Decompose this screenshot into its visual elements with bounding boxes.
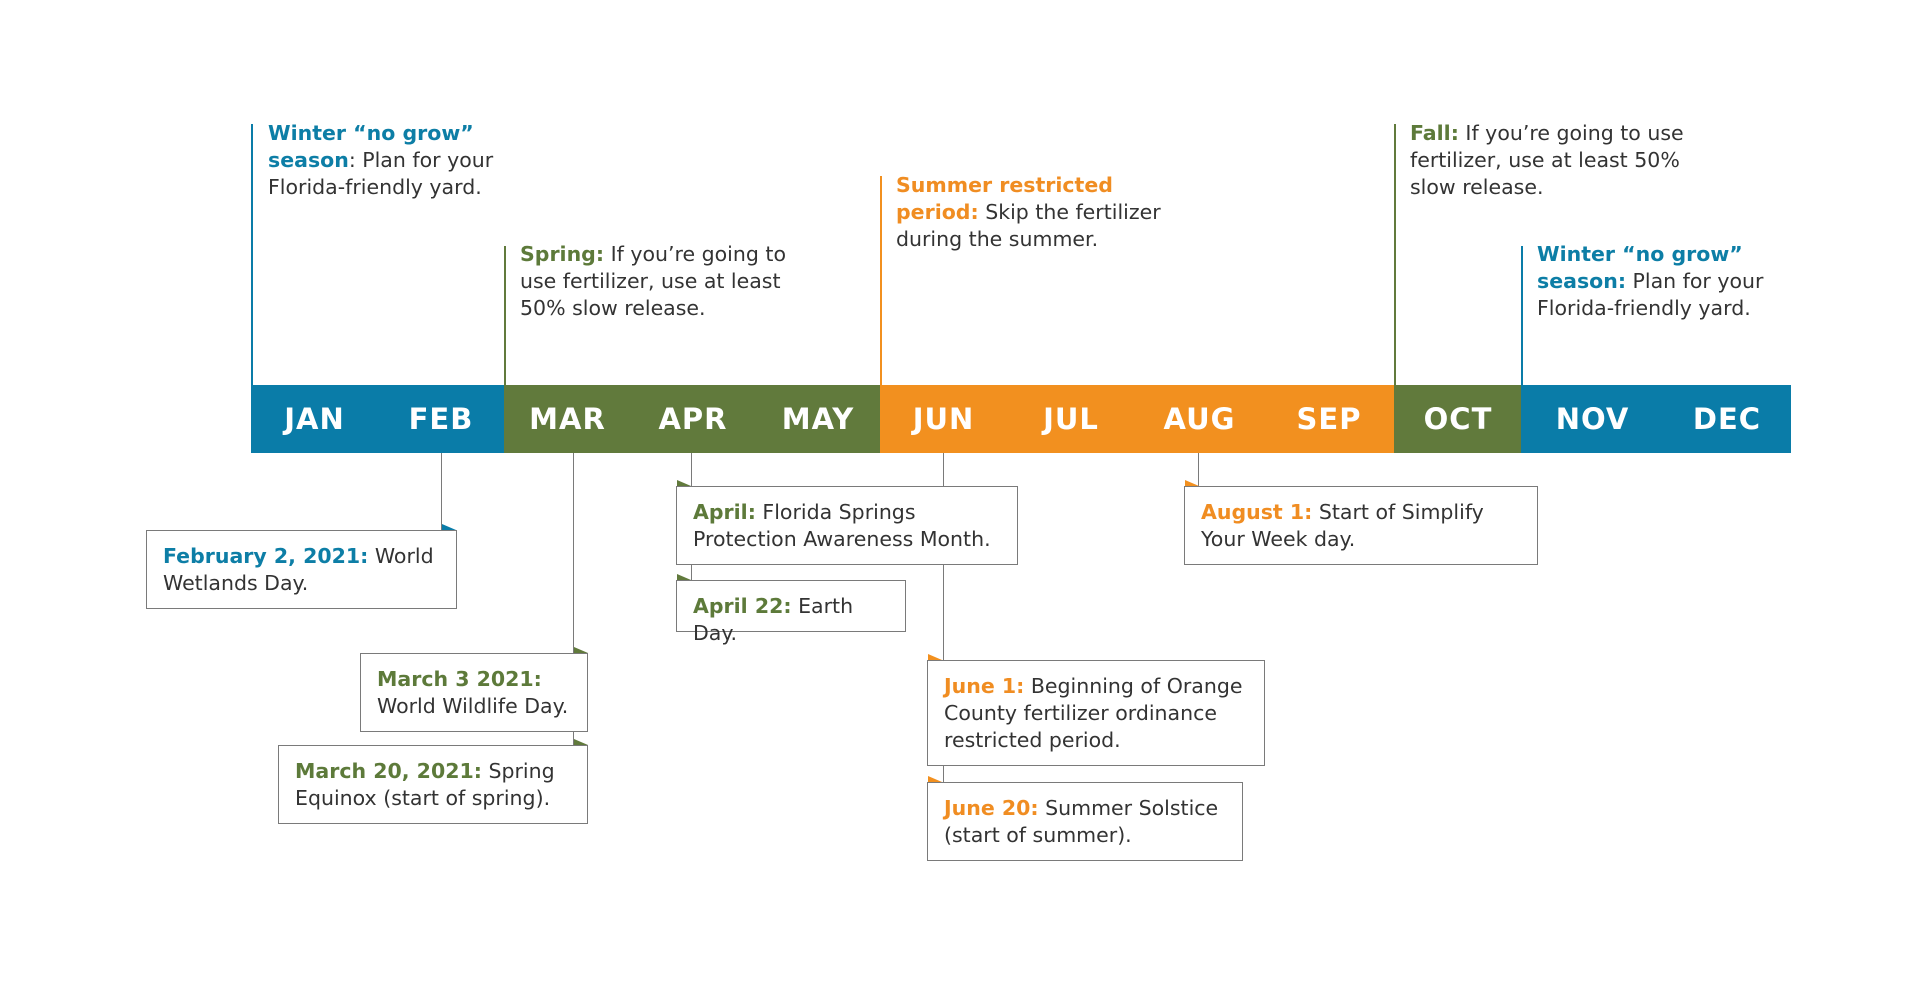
event-apr22-tab — [677, 574, 691, 580]
summer-connector — [880, 176, 882, 385]
event-jun1-text: Beginning of Orange County fertilizer or… — [944, 674, 1243, 752]
month-mar: MAR — [504, 385, 631, 453]
event-aug1-highlight: August 1: — [1201, 500, 1313, 524]
event-jun1: June 1: Beginning of Orange County ferti… — [927, 660, 1265, 766]
event-mar20-tab — [574, 739, 588, 745]
season-winter-start: Winter “no grow” season: Plan for your F… — [268, 120, 518, 201]
event-mar20: March 20, 2021: Spring Equinox (start of… — [278, 745, 588, 824]
event-jun20: June 20: Summer Solstice (start of summe… — [927, 782, 1243, 861]
event-apr22: April 22: Earth Day. — [676, 580, 906, 645]
event-feb2-tab — [442, 524, 456, 530]
event-jun1-tab — [928, 654, 942, 660]
event-mar20-text: Spring Equinox (start of spring). — [295, 759, 555, 810]
winter-start-connector — [251, 124, 253, 385]
event-mar3-tab — [574, 647, 588, 653]
aug-event-connector — [1198, 453, 1199, 486]
event-jun1-highlight: June 1: — [944, 674, 1025, 698]
season-fall-text: If you’re going to use fertilizer, use a… — [1410, 121, 1684, 199]
event-feb2: February 2, 2021: World Wetlands Day. — [146, 530, 457, 609]
spring-connector — [504, 246, 506, 385]
season-winter-start-text: : Plan for your Florida-friendly yard. — [268, 148, 494, 199]
event-mar3: March 3 2021: World Wildlife Day. — [360, 653, 588, 732]
season-winter-start-highlight: Winter “no grow” season — [268, 121, 474, 172]
month-jun: JUN — [880, 385, 1007, 453]
jun-event-connector — [943, 453, 944, 783]
season-winter-end-highlight: Winter “no grow” season: — [1537, 242, 1743, 293]
season-winter-end-text: Plan for your Florida-friendly yard. — [1537, 269, 1764, 320]
season-summer-highlight: Summer restricted period: — [896, 173, 1113, 224]
event-april: April: Florida Springs Protection Awaren… — [676, 486, 1018, 565]
fall-connector — [1394, 124, 1396, 385]
event-jun20-highlight: June 20: — [944, 796, 1039, 820]
season-spring-highlight: Spring: — [520, 242, 605, 266]
season-fall-highlight: Fall: — [1410, 121, 1459, 145]
month-apr: APR — [630, 385, 756, 453]
event-mar20-highlight: March 20, 2021: — [295, 759, 482, 783]
season-fall: Fall: If you’re going to use fertilizer,… — [1410, 120, 1690, 201]
month-jan: JAN — [251, 385, 378, 453]
event-aug1-tab — [1185, 480, 1199, 486]
mar-event-connector — [573, 453, 574, 749]
event-mar3-highlight: March 3 2021: — [377, 667, 542, 691]
event-feb2-text: World Wetlands Day. — [163, 544, 434, 595]
month-oct: OCT — [1394, 385, 1522, 453]
month-dec: DEC — [1663, 385, 1791, 453]
event-mar3-text: World Wildlife Day. — [377, 694, 569, 718]
event-feb2-highlight: February 2, 2021: — [163, 544, 369, 568]
event-jun20-tab — [928, 776, 942, 782]
feb-event-connector — [441, 453, 442, 530]
month-aug: AUG — [1135, 385, 1264, 453]
season-spring: Spring: If you’re going to use fertilize… — [520, 241, 810, 322]
month-sep: SEP — [1263, 385, 1395, 453]
event-aug1-text: Start of Simplify Your Week day. — [1201, 500, 1484, 551]
event-april-text: Florida Springs Protection Awareness Mon… — [693, 500, 991, 551]
month-may: MAY — [755, 385, 881, 453]
event-aug1: August 1: Start of Simplify Your Week da… — [1184, 486, 1538, 565]
season-winter-end: Winter “no grow” season: Plan for your F… — [1537, 241, 1787, 322]
event-apr22-text: Earth Day. — [693, 594, 854, 645]
month-nov: NOV — [1521, 385, 1664, 453]
event-jun20-text: Summer Solstice (start of summer). — [944, 796, 1219, 847]
season-summer: Summer restricted period: Skip the ferti… — [896, 172, 1171, 253]
season-spring-text: If you’re going to use fertilizer, use a… — [520, 242, 786, 320]
event-april-tab — [677, 480, 691, 486]
month-jul: JUL — [1006, 385, 1136, 453]
season-summer-text: Skip the fertilizer during the summer. — [896, 200, 1161, 251]
event-april-highlight: April: — [693, 500, 756, 524]
winter-end-connector — [1521, 246, 1523, 385]
month-feb: FEB — [377, 385, 505, 453]
event-apr22-highlight: April 22: — [693, 594, 792, 618]
